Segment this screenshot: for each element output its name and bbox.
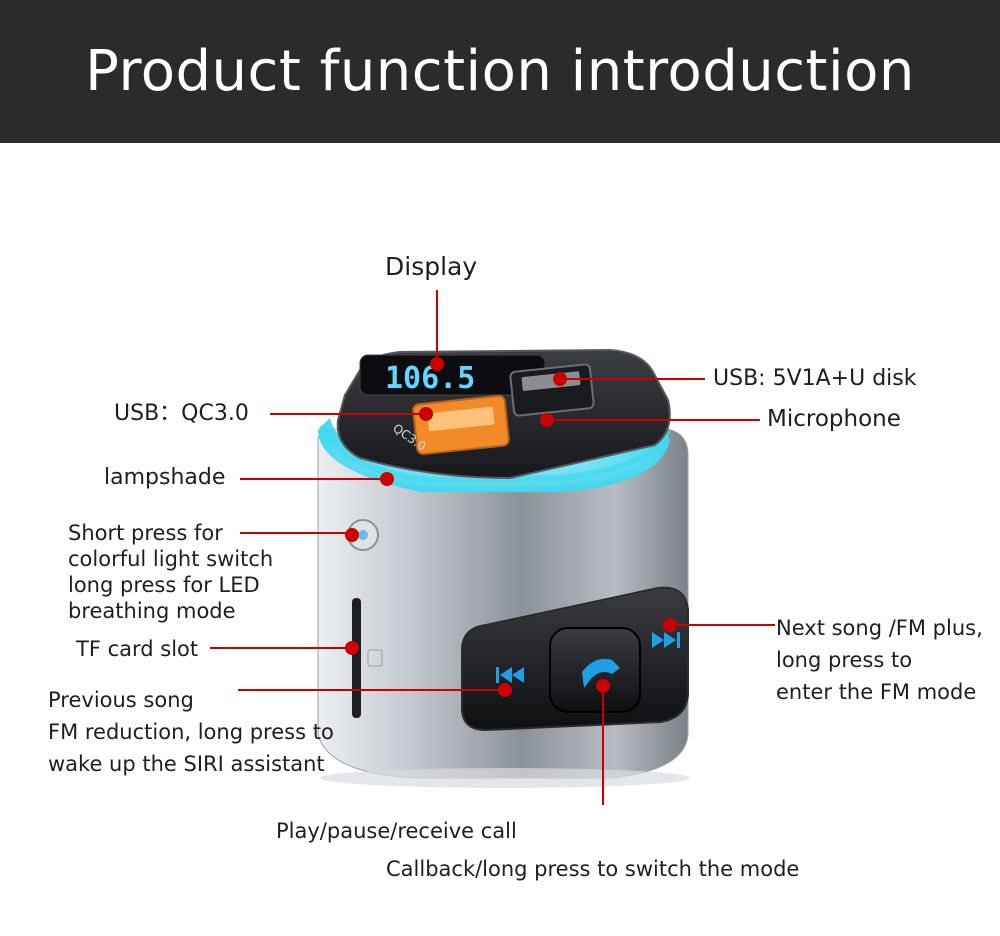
- label-next-song-line-1: Next song /FM plus,: [776, 616, 983, 640]
- usb-u-disk-port: [509, 363, 595, 417]
- pointer-lines: [210, 290, 775, 805]
- previous-song-button[interactable]: [496, 667, 524, 683]
- label-light-switch: Short press for colorful light switch lo…: [68, 520, 273, 624]
- label-play-pause: Play/pause/receive call Callback/long pr…: [0, 812, 1000, 888]
- header-banner: Product function introduction: [0, 0, 1000, 143]
- label-previous-song: Previous song FM reduction, long press t…: [48, 684, 334, 780]
- label-light-switch-line-2: colorful light switch: [68, 547, 274, 571]
- label-previous-song-line-3: wake up the SIRI assistant: [48, 752, 325, 776]
- label-lampshade: lampshade: [104, 465, 226, 490]
- label-next-song-line-3: enter the FM mode: [776, 680, 977, 704]
- label-microphone: Microphone: [767, 406, 901, 432]
- tf-card-slot: [352, 598, 361, 718]
- display-reading: 106.5: [385, 361, 475, 396]
- label-next-song: Next song /FM plus, long press to enter …: [776, 612, 983, 708]
- label-light-switch-line-4: breathing mode: [68, 599, 236, 623]
- page-title: Product function introduction: [85, 39, 915, 104]
- next-song-button[interactable]: [652, 632, 680, 648]
- label-usb-u-disk: USB: 5V1A+U disk: [713, 366, 917, 391]
- label-light-switch-line-1: Short press for: [68, 521, 223, 545]
- phone-icon: [582, 658, 620, 688]
- label-previous-song-line-2: FM reduction, long press to: [48, 720, 334, 744]
- label-play-pause-line-2: Callback/long press to switch the mode: [386, 857, 800, 881]
- label-tf-slot: TF card slot: [76, 637, 199, 661]
- label-usb-qc: USB：QC3.0: [114, 401, 249, 426]
- label-display: Display: [385, 252, 478, 281]
- label-next-song-line-2: long press to: [776, 648, 913, 672]
- label-previous-song-line-1: Previous song: [48, 688, 194, 712]
- label-play-pause-line-1: Play/pause/receive call: [276, 819, 517, 843]
- label-light-switch-line-3: long press for LED: [68, 573, 260, 597]
